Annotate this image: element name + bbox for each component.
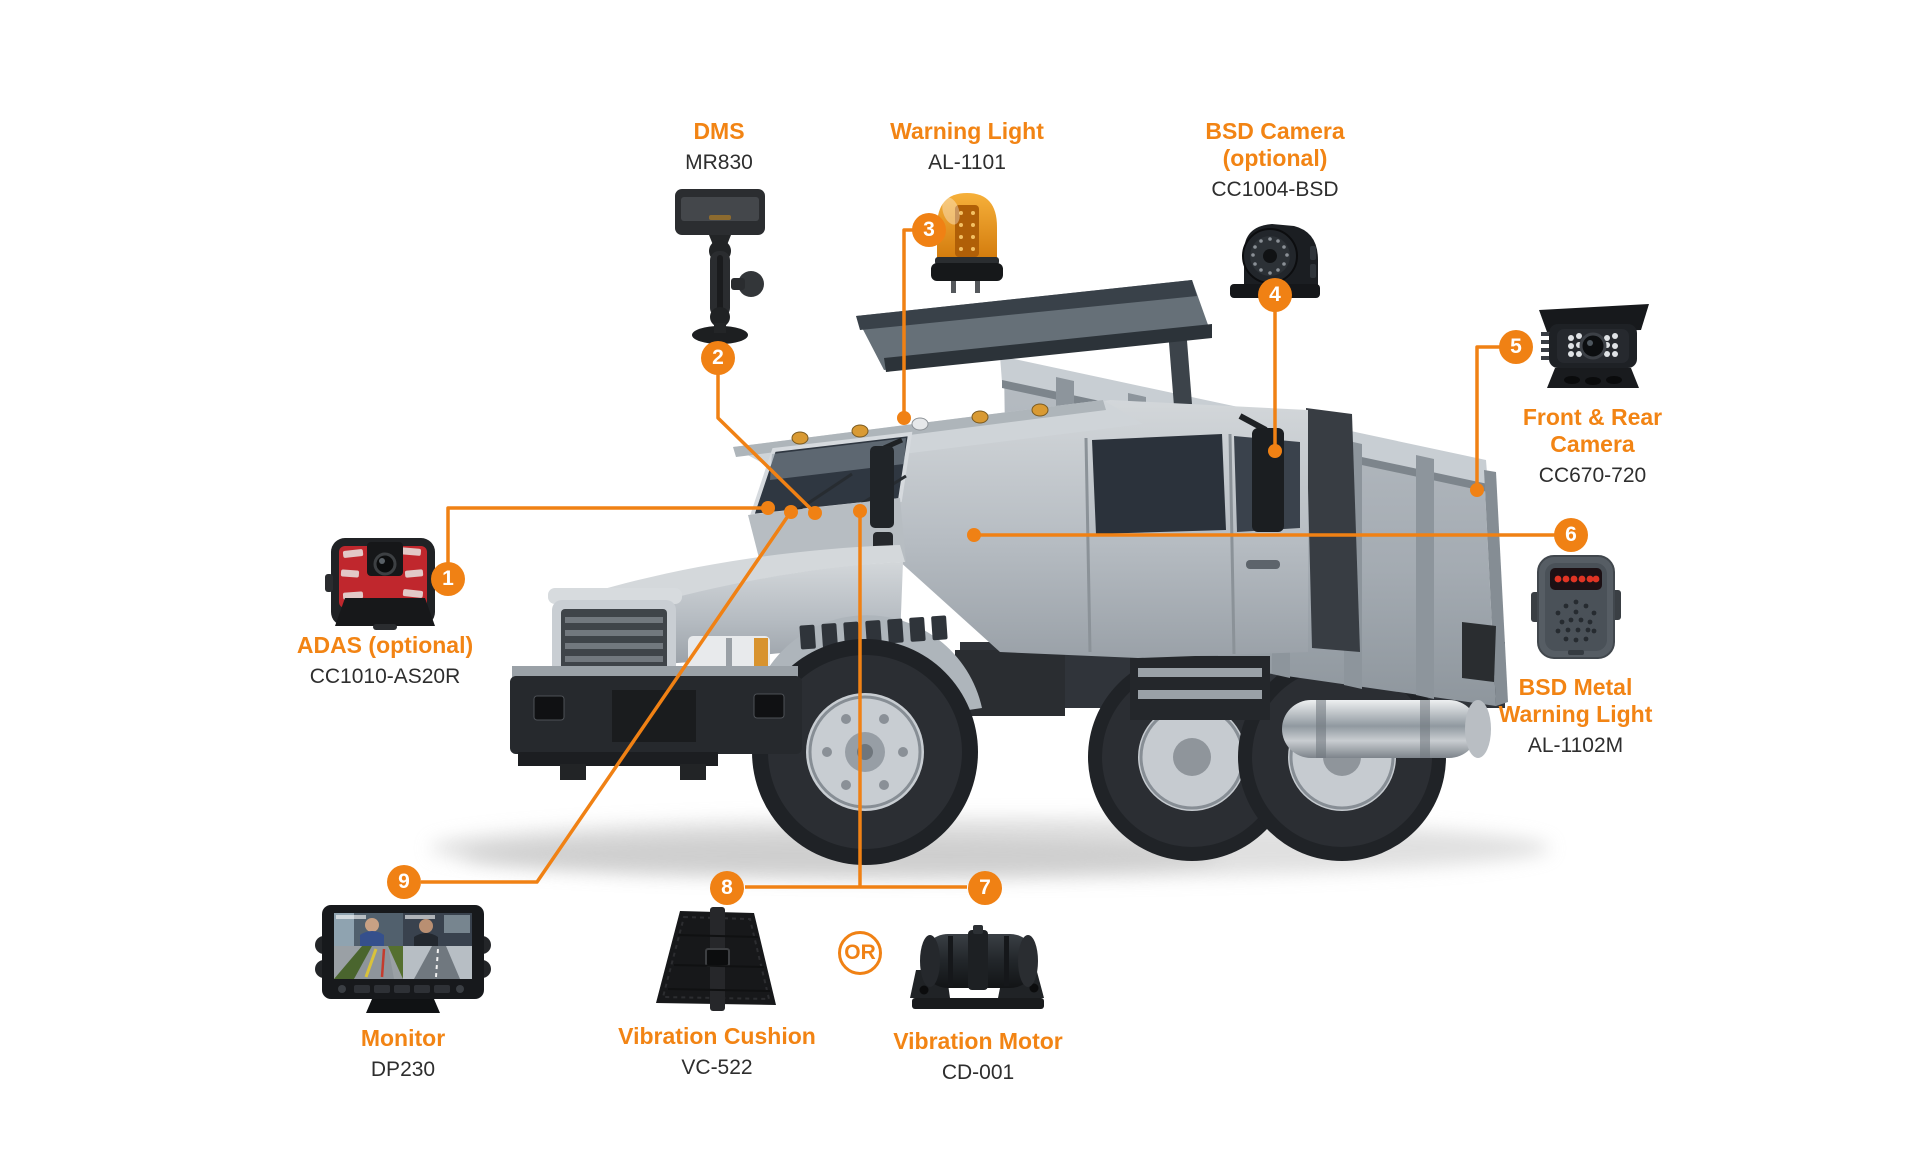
marker-3: 3 <box>912 213 946 247</box>
marker-7: 7 <box>968 871 1002 905</box>
product-vibration-motor: Vibration Motor CD-001 <box>858 922 1098 1085</box>
monitor-screen <box>334 913 472 979</box>
product-warning-light: Warning Light AL-1101 <box>857 118 1077 295</box>
marker-9: 9 <box>387 865 421 899</box>
fuel-tank-and-steps <box>955 650 1491 758</box>
adas-device-image <box>325 538 435 630</box>
warning-light-image <box>931 193 1003 293</box>
bsd-metal-warning-light-image <box>1530 555 1621 659</box>
front-wheel <box>752 639 978 865</box>
marker-1: 1 <box>431 562 465 596</box>
marker-8: 8 <box>710 871 744 905</box>
product-dms: DMS MR830 <box>609 118 829 347</box>
product-vibration-cushion: Vibration Cushion VC-522 <box>597 905 837 1080</box>
monitor-model: DP230 <box>370 1058 436 1081</box>
product-front-rear-camera: Front & Rear Camera CC670-720 <box>1505 296 1680 488</box>
bsd-metal-warning-light-model: AL-1102M <box>1527 734 1624 757</box>
monitor-title: Monitor <box>360 1025 446 1051</box>
or-badge: OR <box>838 931 882 975</box>
product-monitor: Monitor DP230 <box>303 897 503 1082</box>
dms-title: DMS <box>693 118 745 144</box>
product-bsd-metal-warning-light: BSD Metal Warning Light AL-1102M <box>1483 552 1668 758</box>
marker-2: 2 <box>701 341 735 375</box>
front-rear-camera-image <box>1538 304 1649 388</box>
marker-5: 5 <box>1499 330 1533 364</box>
marker-6: 6 <box>1554 518 1588 552</box>
vibration-cushion-title: Vibration Cushion <box>618 1023 816 1049</box>
dms-model: MR830 <box>685 151 753 174</box>
vibration-cushion-model: VC-522 <box>681 1056 753 1079</box>
vibration-motor-model: CD-001 <box>941 1061 1015 1084</box>
front-rear-camera-title: Front & Rear Camera <box>1522 404 1663 457</box>
adas-model: CC1010-AS20R <box>309 665 461 688</box>
product-adas: ADAS (optional) CC1010-AS20R <box>265 536 505 689</box>
vibration-motor-image <box>910 925 1044 1009</box>
bsd-metal-warning-light-title: BSD Metal Warning Light <box>1498 674 1653 727</box>
marker-4: 4 <box>1258 278 1292 312</box>
product-bsd-camera: BSD Camera (optional) CC1004-BSD <box>1160 118 1390 304</box>
monitor-image <box>315 905 491 1013</box>
warning-light-title: Warning Light <box>890 118 1044 144</box>
dms-camera-image <box>675 189 765 344</box>
adas-title: ADAS (optional) <box>296 632 474 658</box>
bsd-camera-model: CC1004-BSD <box>1211 178 1339 201</box>
vibration-motor-title: Vibration Motor <box>893 1028 1063 1054</box>
front-rear-camera-model: CC670-720 <box>1538 464 1647 487</box>
bsd-camera-image <box>1230 224 1320 298</box>
warning-light-model: AL-1101 <box>928 151 1006 174</box>
bsd-camera-title: BSD Camera (optional) <box>1205 118 1345 171</box>
vibration-cushion-image <box>656 907 776 1011</box>
